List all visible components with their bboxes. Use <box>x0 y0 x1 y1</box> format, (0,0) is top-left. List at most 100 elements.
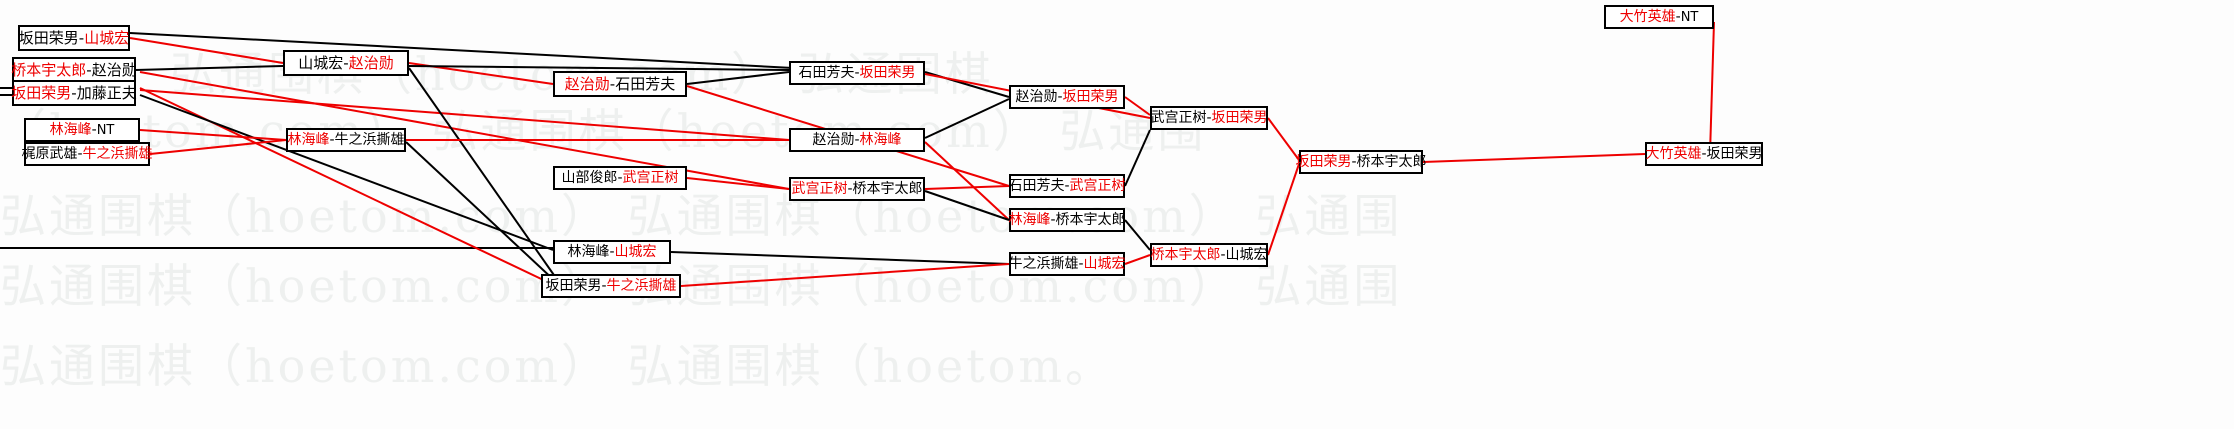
player-loser: 加藤正夫 <box>76 83 137 102</box>
bracket-edge-n15-n19 <box>1124 96 1151 116</box>
bracket-edge-n6-n12 <box>408 65 790 71</box>
name-separator: - <box>71 83 77 102</box>
match-result-box[interactable]: 牛之浜撕雄-山城宏 <box>1008 252 1126 276</box>
player-winner: 山城宏 <box>84 28 130 47</box>
match-result-box[interactable]: 山部俊郎-武宫正树 <box>553 166 687 190</box>
player-loser: 桥本宇太郎 <box>1055 212 1126 228</box>
match-result-box[interactable]: 武宫正树-桥本宇太郎 <box>789 177 925 201</box>
bracket-edge-n1-far <box>129 32 794 69</box>
name-separator: - <box>1206 110 1212 126</box>
player-loser: 赵治勋 <box>1015 89 1058 105</box>
name-separator: - <box>1064 178 1070 194</box>
bracket-edge-n3-n10 <box>139 94 554 251</box>
match-result-box[interactable]: 大竹英雄-NT <box>1604 5 1714 29</box>
player-loser: 赵治勋 <box>91 60 137 79</box>
match-result-box[interactable]: 桥本宇太郎-山城宏 <box>1150 243 1268 267</box>
match-result-box[interactable]: 大竹英雄-坂田荣男 <box>1645 142 1763 166</box>
player-loser: NT <box>96 122 115 138</box>
player-loser: 山部俊郎 <box>561 170 618 186</box>
name-separator: - <box>343 53 349 72</box>
player-loser: 梶原武雄 <box>21 146 78 162</box>
player-winner: 大竹英雄 <box>1645 146 1702 162</box>
player-winner: 林海峰 <box>859 132 902 148</box>
bracket-edge-n5-n7 <box>149 139 287 155</box>
player-winner: 牛之浜撕雄 <box>82 146 153 162</box>
name-separator: - <box>854 132 860 148</box>
player-winner: 山城宏 <box>1083 256 1126 272</box>
match-result-box[interactable]: 石田芳夫-坂田荣男 <box>789 61 925 85</box>
name-separator: - <box>78 28 85 47</box>
match-result-box[interactable]: 坂田荣男-牛之浜撕雄 <box>541 274 681 298</box>
match-result-box[interactable]: 坂田荣男-山城宏 <box>18 25 130 51</box>
player-winner: 山城宏 <box>614 244 657 260</box>
player-loser: 赵治勋 <box>812 132 855 148</box>
name-separator: - <box>1220 247 1226 263</box>
player-winner: 坂田荣男 <box>1062 89 1119 105</box>
player-loser: 武宫正树 <box>1150 110 1207 126</box>
player-loser: 坂田荣男 <box>18 28 79 47</box>
bracket-edge-n21-n23 <box>1422 153 1646 163</box>
player-winner: 坂田荣男 <box>11 83 72 102</box>
name-separator: - <box>1078 256 1084 272</box>
player-loser: 牛之浜撕雄 <box>334 132 405 148</box>
match-result-box[interactable]: 桥本宇太郎-赵治勋 <box>11 57 137 83</box>
match-result-box[interactable]: 林海峰-NT <box>24 118 140 142</box>
bracket-edge-n1-n6 <box>129 37 284 64</box>
match-result-box[interactable]: 林海峰-桥本宇太郎 <box>1008 208 1126 232</box>
match-result-box[interactable]: 石田芳夫-武宫正树 <box>1008 174 1126 198</box>
player-loser: NT <box>1680 9 1699 25</box>
bracket-edge-n18-n20 <box>1124 254 1151 265</box>
player-loser: 林海峰 <box>567 244 610 260</box>
name-separator: - <box>1675 9 1681 25</box>
name-separator: - <box>1701 146 1707 162</box>
player-winner: 牛之浜撕雄 <box>606 278 677 294</box>
match-result-box[interactable]: 山城宏-赵治勋 <box>283 50 409 76</box>
match-result-box[interactable]: 林海峰-牛之浜撕雄 <box>286 128 406 152</box>
bracket-edge-n10-n18 <box>670 251 1010 265</box>
match-result-box[interactable]: 林海峰-山城宏 <box>553 240 671 264</box>
name-separator: - <box>1050 212 1056 228</box>
bracket-edge-n14-n17 <box>924 190 1010 221</box>
player-winner: 武宫正树 <box>1069 178 1126 194</box>
name-separator: - <box>847 181 853 197</box>
player-loser: 坂田荣男 <box>1706 146 1763 162</box>
match-result-box[interactable]: 坂田荣男-桥本宇太郎 <box>1295 150 1427 174</box>
name-separator: - <box>609 74 616 93</box>
name-separator: - <box>1057 89 1063 105</box>
player-winner: 赵治勋 <box>348 53 394 72</box>
player-winner: 林海峰 <box>49 122 92 138</box>
player-winner: 坂田荣男 <box>1211 110 1268 126</box>
name-separator: - <box>91 122 97 138</box>
player-winner: 武宫正树 <box>622 170 679 186</box>
player-winner: 坂田荣男 <box>859 65 916 81</box>
name-separator: - <box>854 65 860 81</box>
match-result-box[interactable]: 坂田荣男-加藤正夫 <box>11 80 137 106</box>
match-result-box[interactable]: 武宫正树-坂田荣男 <box>1150 106 1268 130</box>
match-result-box[interactable]: 梶原武雄-牛之浜撕雄 <box>21 142 153 166</box>
match-result-box[interactable]: 赵治勋-林海峰 <box>789 128 925 152</box>
player-winner: 坂田荣男 <box>1295 154 1352 170</box>
match-result-box[interactable]: 赵治勋-石田芳夫 <box>553 71 687 97</box>
bracket-edge-n20-n21 <box>1267 163 1300 256</box>
bracket-edge-n16-n19 <box>1124 129 1151 187</box>
player-loser: 牛之浜撕雄 <box>1008 256 1079 272</box>
name-separator: - <box>601 278 607 294</box>
bracket-edge-n14-n16 <box>924 185 1010 190</box>
bracket-edge-n17-n20 <box>1124 219 1151 251</box>
player-winner: 林海峰 <box>287 132 330 148</box>
name-separator: - <box>609 244 615 260</box>
bracket-edge-n13-n17 <box>924 141 1010 221</box>
player-loser: 石田芳夫 <box>1008 178 1065 194</box>
bracket-edge-n3-n13 <box>139 89 790 141</box>
bracket-edge-n13-n15 <box>924 98 1010 139</box>
bracket-edge-n11-n18 <box>680 263 1010 287</box>
player-loser: 石田芳夫 <box>615 74 676 93</box>
player-winner: 桥本宇太郎 <box>1150 247 1221 263</box>
player-loser: 桥本宇太郎 <box>1356 154 1427 170</box>
bracket-edge-n19-n21 <box>1267 117 1300 161</box>
bracket-edge-n7-n11 <box>405 141 557 283</box>
bracket-edge-n6-n11 <box>408 67 557 279</box>
player-winner: 桥本宇太郎 <box>11 60 87 79</box>
match-result-box[interactable]: 赵治勋-坂田荣男 <box>1009 85 1125 109</box>
